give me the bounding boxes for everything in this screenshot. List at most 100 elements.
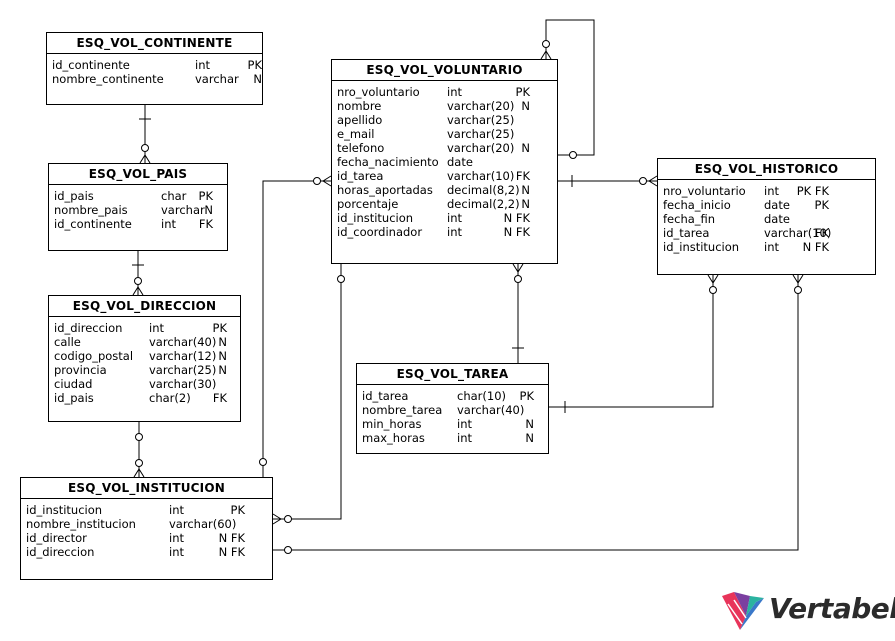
- column-name: nro_voluntario: [663, 184, 746, 198]
- column-type: int: [457, 431, 472, 445]
- column-flags: PK: [198, 189, 213, 203]
- column-name: id_tarea: [663, 226, 710, 240]
- table-title: ESQ_VOL_INSTITUCION: [21, 478, 272, 499]
- column-type: int: [169, 503, 184, 517]
- optional-marker: [569, 151, 577, 159]
- column-type: varchar(10): [447, 169, 515, 183]
- column-name: e_mail: [337, 127, 375, 141]
- column-flags: N: [521, 99, 530, 113]
- optional-marker: [259, 458, 267, 466]
- column-type: int: [447, 225, 462, 239]
- many-marker: [540, 50, 552, 60]
- column-flags: FK: [814, 226, 829, 240]
- rel-institucion-historico: [273, 275, 799, 551]
- column-type: int: [764, 240, 779, 254]
- optional-marker: [514, 275, 522, 283]
- column-name: id_institucion: [337, 211, 414, 225]
- column-type: int: [195, 58, 210, 72]
- column-name: provincia: [54, 363, 107, 377]
- column-flags: PK: [230, 503, 245, 517]
- column-flags: FK: [198, 217, 213, 231]
- column-type: varchar(20): [447, 141, 515, 155]
- column-name: fecha_nacimiento: [337, 155, 439, 169]
- column-type: varchar(20): [447, 99, 515, 113]
- vertabelo-logo-text: Vertabelo: [769, 592, 895, 625]
- column-type: varchar(60): [169, 517, 237, 531]
- column-flags: N FK: [503, 211, 530, 225]
- column-type: int: [161, 217, 176, 231]
- column-name: id_pais: [54, 189, 94, 203]
- table-title: ESQ_VOL_DIRECCION: [49, 296, 240, 317]
- column-flags: N FK: [503, 225, 530, 239]
- column-type: decimal(2,2): [447, 197, 520, 211]
- column-flags: N FK: [218, 531, 245, 545]
- column-type: varchar(30): [149, 377, 217, 391]
- column-type: varchar(40): [457, 403, 525, 417]
- optional-marker: [284, 546, 292, 554]
- column-flags: N FK: [218, 545, 245, 559]
- optional-marker: [639, 177, 647, 185]
- optional-marker: [542, 40, 550, 48]
- optional-marker: [337, 275, 345, 283]
- column-type: varchar(12): [149, 349, 217, 363]
- optional-marker: [134, 277, 142, 285]
- column-type: int: [447, 85, 462, 99]
- column-flags: N: [204, 203, 213, 217]
- column-name: nombre_pais: [54, 203, 128, 217]
- column-name: ciudad: [54, 377, 93, 391]
- column-type: varchar(25): [149, 363, 217, 377]
- many-marker: [272, 513, 282, 525]
- column-flags: N: [521, 197, 530, 211]
- column-flags: N: [521, 141, 530, 155]
- many-marker: [707, 274, 719, 284]
- column-row: nombre_tarea varchar(40): [357, 403, 548, 417]
- column-name: id_direccion: [54, 321, 123, 335]
- table-title: ESQ_VOL_VOLUNTARIO: [332, 60, 557, 81]
- column-flags: N: [521, 183, 530, 197]
- column-flags: N: [218, 349, 227, 363]
- column-type: date: [447, 155, 473, 169]
- column-name: fecha_fin: [663, 212, 716, 226]
- column-flags: N: [253, 72, 262, 86]
- column-name: id_continente: [52, 58, 130, 72]
- column-type: int: [149, 321, 164, 335]
- optional-marker: [135, 459, 143, 467]
- column-name: id_pais: [54, 391, 94, 405]
- optional-marker: [135, 433, 143, 441]
- column-name: nombre_tarea: [362, 403, 443, 417]
- column-flags: FK: [212, 391, 227, 405]
- column-flags: N FK: [802, 240, 829, 254]
- column-flags: N: [525, 417, 534, 431]
- vertabelo-logo-icon: [722, 592, 764, 630]
- column-name: fecha_inicio: [663, 198, 731, 212]
- optional-marker: [709, 286, 717, 294]
- column-type: char(10): [457, 389, 506, 403]
- optional-marker: [794, 286, 802, 294]
- many-marker: [648, 175, 658, 187]
